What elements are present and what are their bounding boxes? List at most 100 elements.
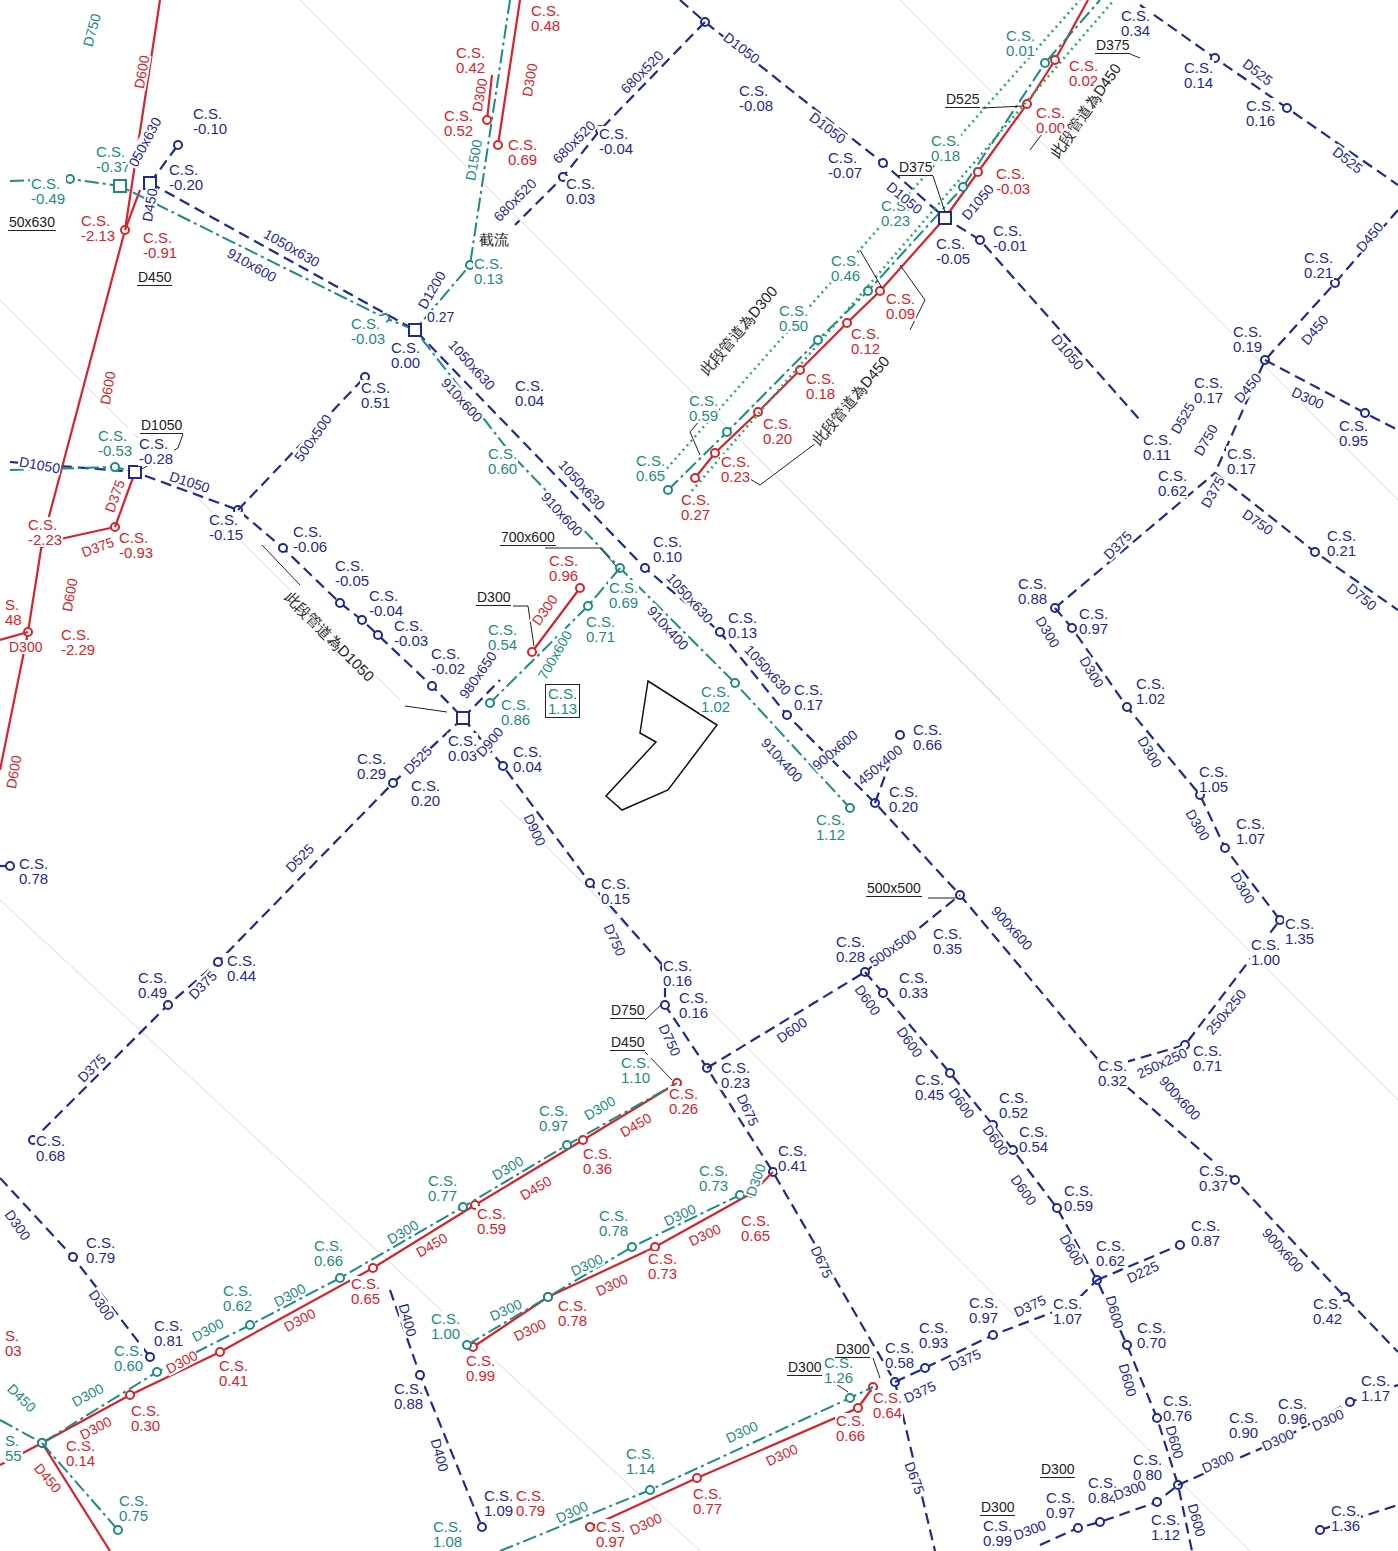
level-label: C.S. 0.42 (1312, 1296, 1343, 1326)
pipe-label: D300 (189, 1315, 227, 1344)
level-label: C.S. -0.91 (142, 230, 178, 260)
pipe-label: D375 (946, 1346, 984, 1374)
level-label: C.S. 0.01 (1005, 28, 1036, 58)
leader-line (928, 898, 956, 899)
pipe-label: 1050x630 (261, 226, 323, 270)
junction-box (939, 212, 951, 224)
level-label: C.S. 0.13 (473, 256, 504, 286)
pipe-label: D300 (1135, 733, 1165, 771)
pipe (0, 865, 10, 867)
pipe-label: D450 (140, 186, 160, 223)
pipe-label: D525 (945, 92, 980, 108)
pipe-label: D750 (1239, 506, 1276, 538)
level-label: C.S. 0.33 (898, 970, 929, 1000)
pipe (33, 718, 463, 1140)
level-label: C.S. -0.28 (138, 436, 174, 466)
level-label: C.S. 1.35 (1284, 916, 1315, 946)
level-label: C.S. 0.17 (793, 682, 824, 712)
level-label: C.S. 0.42 (455, 45, 486, 75)
level-label: C.S. 0.81 (153, 1318, 184, 1348)
level-label: C.S. -0.02 (430, 646, 466, 676)
pipe-label: D1050 (807, 109, 850, 147)
pipe (238, 377, 365, 510)
level-label: C.S. 0.41 (777, 1143, 808, 1173)
leader-line (982, 106, 1024, 108)
level-label: C.S. 0.52 (443, 108, 474, 138)
pipe-label: D675 (902, 1459, 927, 1497)
pipe-label: D750 (1344, 580, 1380, 614)
level-label: C.S. 0.00 (390, 340, 421, 370)
level-label: C.S. 0.14 (65, 1438, 96, 1468)
pipe-label: 910x400 (644, 603, 692, 654)
pipe-label: D600 (132, 53, 152, 90)
pipe-label: 此段管道為D1050 (282, 588, 378, 684)
pipe-label: D1050 (167, 469, 212, 496)
level-label: C.S. 0.65 (350, 1276, 381, 1306)
level-label: C.S. 0.64 (872, 1390, 903, 1420)
junction-box (129, 466, 141, 478)
pipe-label: D300 (281, 1305, 319, 1334)
pipe-label: 900x600 (1259, 1225, 1307, 1276)
pipe-label: D1050 (140, 418, 183, 434)
pipe (10, 462, 463, 718)
level-label: C.S. 0.18 (930, 133, 961, 163)
level-label: C.S. 0.52 (998, 1090, 1029, 1120)
pipe-label: 900x600 (988, 903, 1036, 954)
pipe-label: D225 (1124, 1258, 1162, 1286)
pipe (865, 972, 1192, 1551)
level-label: S. 48 (4, 597, 23, 627)
level-label: C.S. 0.20 (762, 416, 793, 446)
level-label: C.S. 0.65 (635, 453, 666, 483)
pipe-label: D300 (1077, 653, 1107, 691)
level-label: C.S. 0.80 (1132, 1452, 1163, 1482)
pipe-label: D600 (1008, 1171, 1040, 1208)
pipe-label: D300 (487, 1296, 525, 1324)
pipe-label: D300 (2, 1206, 34, 1243)
level-label: C.S. 0.86 (500, 697, 531, 727)
pipe-label: D600 (1117, 1361, 1140, 1399)
pipe-label: D375 (1095, 38, 1130, 54)
pipe (515, 22, 705, 225)
pipe-label: D300 (476, 590, 511, 606)
pipe-label: D400 (429, 1436, 452, 1474)
pipe-label: D525 (1240, 56, 1277, 89)
pipe-label: 此段管道為D300 (696, 282, 780, 378)
pipe (668, 0, 1100, 490)
level-label: C.S. 0.58 (884, 1340, 915, 1370)
pipe-label: D300 (1183, 806, 1213, 844)
level-label: C.S. 0.65 (740, 1213, 771, 1243)
pipe-label: D300 (8, 640, 43, 654)
leader-line (405, 706, 447, 712)
pipe-label: D300 (763, 1441, 801, 1469)
pipe-label: D375 (79, 534, 117, 559)
level-label: C.S. 0.97 (595, 1519, 626, 1549)
pipe-label: D525 (1330, 144, 1367, 177)
pipe-label: D300 (1259, 1426, 1297, 1454)
level-label: C.S. 0.73 (647, 1251, 678, 1281)
pipe-label: D300 (470, 76, 490, 113)
pipe-label: D300 (553, 1498, 591, 1526)
pipe-label: 1050x630 (742, 642, 795, 699)
level-label: C.S. 0.32 (1097, 1058, 1128, 1088)
pipe (895, 1280, 1097, 1382)
pipe-label: D300 (1011, 1517, 1049, 1542)
level-label: C.S. -0.15 (208, 512, 244, 542)
level-label: C.S. 0.97 (1045, 1490, 1076, 1520)
level-label: C.S. 0.03 (447, 733, 478, 763)
pipe-label: D900 (473, 724, 507, 760)
level-label: C.S. 1.07 (1052, 1296, 1083, 1326)
level-label: C.S. 0.69 (608, 580, 639, 610)
pipe (707, 895, 960, 1068)
section-band (655, 0, 1114, 500)
level-label: C.S. 1.02 (700, 684, 731, 714)
pipe-label: D300 (980, 1500, 1015, 1516)
level-label: C.S. 0.15 (600, 876, 631, 906)
pipe-label: D300 (661, 1201, 699, 1229)
level-label: C.S. 0.78 (557, 1298, 588, 1328)
pipe-label: 900x600 (1156, 1073, 1204, 1124)
level-label: C.S. 0.66 (313, 1238, 344, 1268)
